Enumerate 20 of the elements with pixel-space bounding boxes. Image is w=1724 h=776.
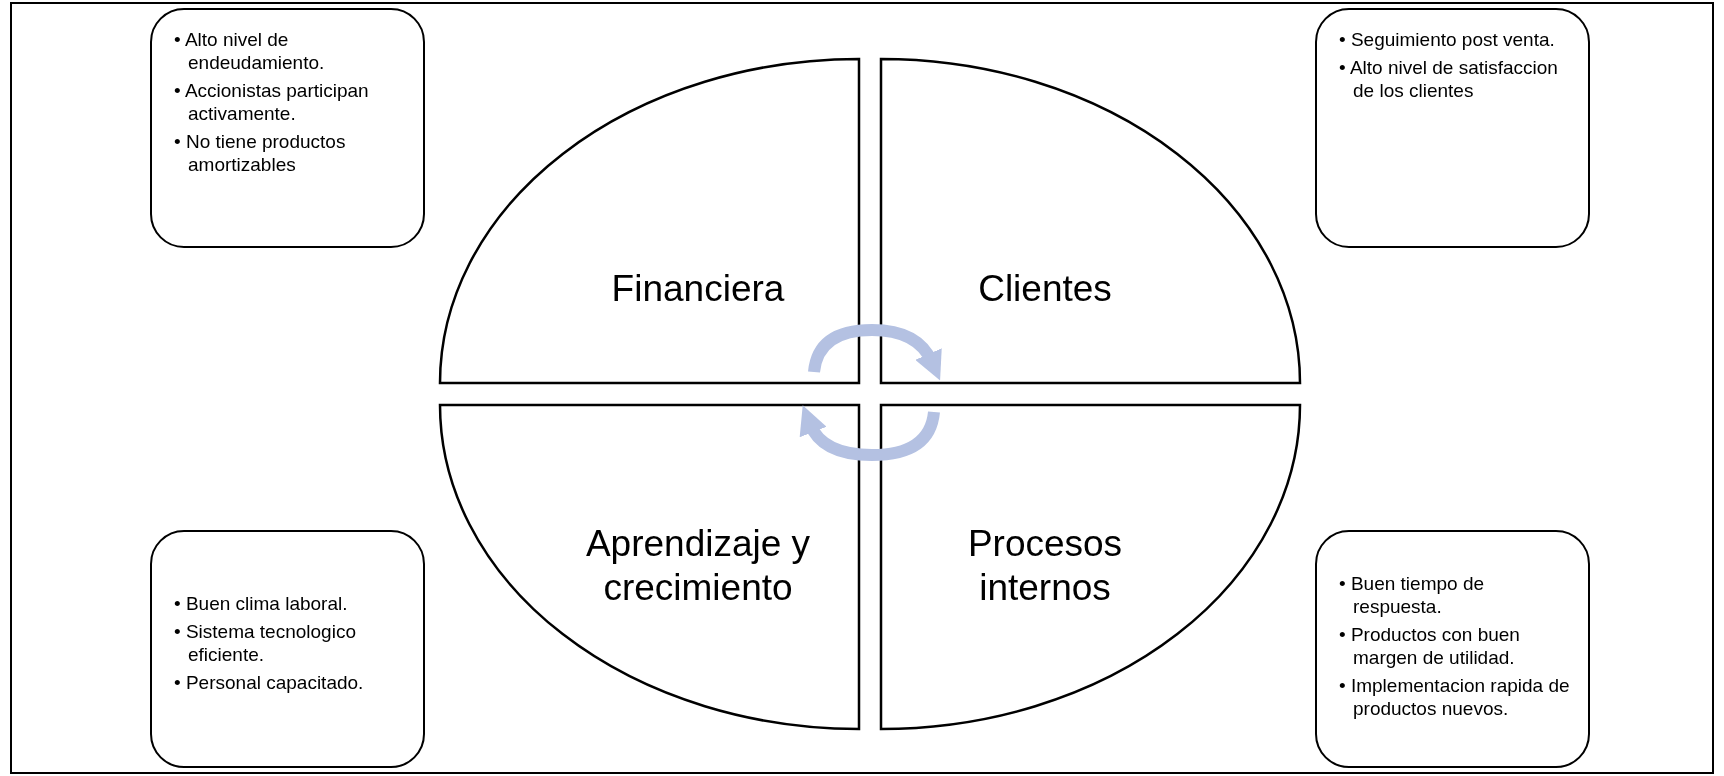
bullet-item: • Accionistas participan activamente. (174, 79, 370, 125)
bullet-item: • Sistema tecnologico eficiente. (174, 620, 357, 666)
quadrant-title: Procesos internos (966, 522, 1124, 610)
text-box (1315, 8, 1590, 248)
quadrant-title: Aprendizaje y crecimiento (584, 522, 812, 610)
bullet-item: • Productos con buen margen de utilidad. (1339, 623, 1521, 669)
bullet-item: • Buen clima laboral. (174, 592, 349, 615)
bullet-item: • Seguimiento post venta. (1339, 28, 1556, 51)
bullet-item: • Alto nivel de satisfaccion de los clientes (1339, 56, 1559, 102)
quadrant-title: Clientes (977, 267, 1113, 311)
bullet-item: • No tiene productos amortizables (174, 130, 347, 176)
bullet-item: • Personal capacitado. (174, 671, 365, 694)
quadrant-title: Financiera (610, 267, 786, 311)
bullet-item: • Implementacion rapida de productos nuevos. (1339, 674, 1571, 720)
cycle-arrow (808, 324, 941, 381)
text-box (150, 8, 425, 248)
text-box (150, 530, 425, 768)
bullet-item: • Buen tiempo de respuesta. (1339, 572, 1486, 618)
text-box (1315, 530, 1590, 768)
bullet-item: • Alto nivel de endeudamiento. (174, 28, 326, 74)
